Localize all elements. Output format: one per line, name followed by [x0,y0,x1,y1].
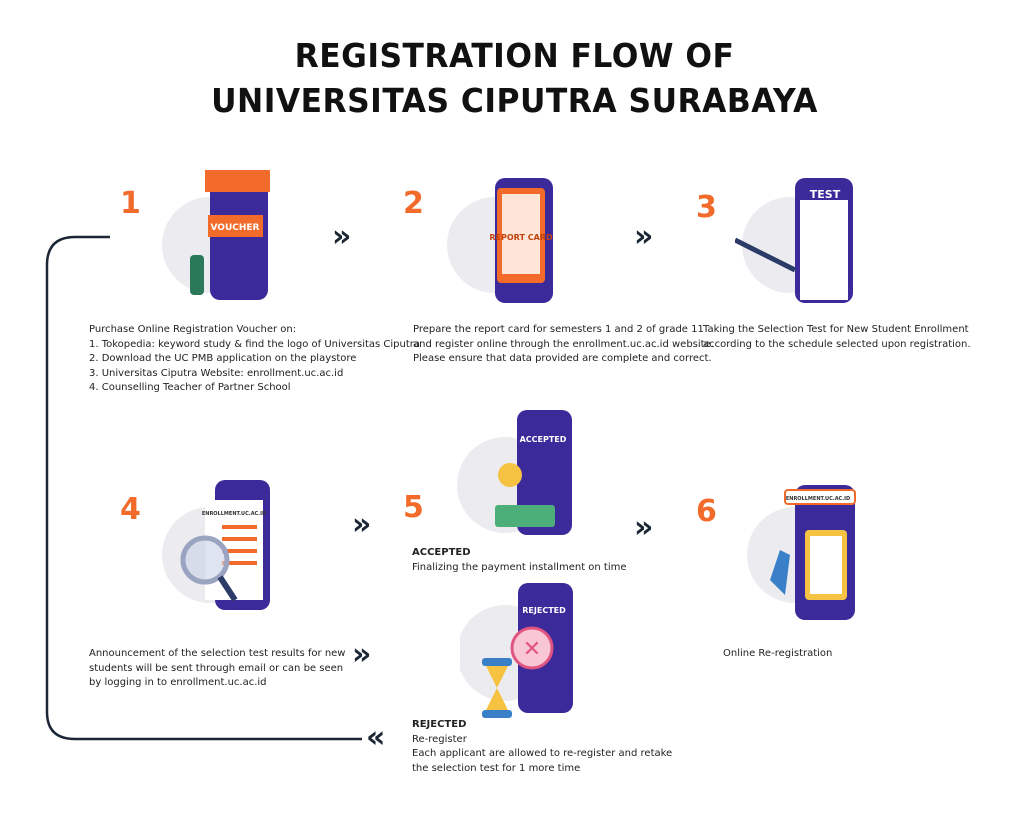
svg-text:VOUCHER: VOUCHER [211,223,260,233]
step-4-description: Announcement of the selection test resul… [89,648,346,688]
step-number-5: 5 [403,490,424,525]
svg-text:ENROLLMENT.UC.AC.ID: ENROLLMENT.UC.AC.ID [786,496,850,502]
report-card-illustration: REPORT CARD [447,178,553,303]
re-registration-illustration: ENROLLMENT.UC.AC.ID [747,485,856,620]
rejected-illustration: REJECTED ✕ [460,583,573,718]
title-line-2: UNIVERSITAS CIPUTRA SURABAYA [211,81,818,120]
svg-text:✕: ✕ [523,637,541,662]
arrow-1-2: » [332,219,352,254]
svg-text:TEST: TEST [810,188,841,201]
svg-text:ENROLLMENT.UC.AC.ID: ENROLLMENT.UC.AC.ID [202,511,266,517]
svg-text:ACCEPTED: ACCEPTED [520,435,567,444]
arrow-back: « [366,720,386,755]
step-number-3: 3 [696,190,717,225]
step-number-2: 2 [403,186,424,221]
step-number-4: 4 [120,492,141,527]
arrow-4-rejected: » [352,637,372,672]
step-number-1: 1 [120,186,141,221]
voucher-illustration: VOUCHER [162,170,270,300]
accepted-illustration: ACCEPTED [457,410,572,535]
svg-text:REPORT CARD: REPORT CARD [489,233,553,242]
step-6-description: Online Re-registration [723,648,833,659]
arrow-2-3: » [634,219,654,254]
announcement-illustration: ENROLLMENT.UC.AC.ID [162,480,270,610]
step-2-description: Prepare the report card for semesters 1 … [413,324,714,364]
test-illustration: TEST [735,178,853,303]
title-line-1: REGISTRATION FLOW OF [294,36,735,75]
step-3-description: Taking the Selection Test for New Studen… [703,324,971,350]
step-number-6: 6 [696,494,717,529]
svg-text:REJECTED: REJECTED [522,606,566,615]
arrow-5-6: » [634,510,654,545]
step-1-description: Purchase Online Registration Voucher on:… [89,324,421,393]
arrow-4-5: » [352,507,372,542]
